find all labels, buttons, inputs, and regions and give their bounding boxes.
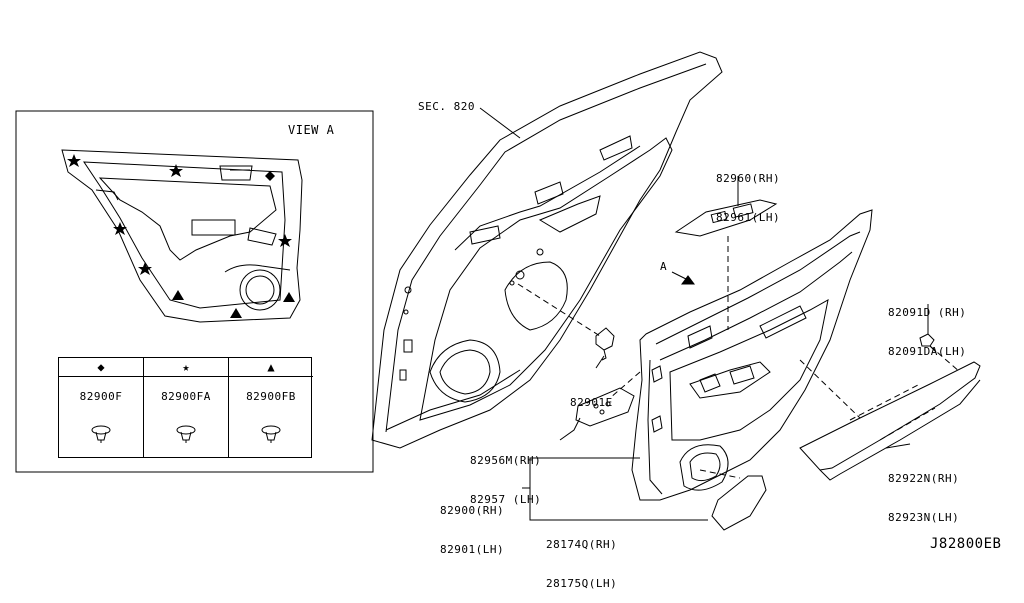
bracket-82956m	[575, 387, 635, 427]
door-trim-82900	[631, 209, 873, 501]
view-a-door-trim	[61, 149, 303, 323]
view-a-arrow	[671, 271, 695, 285]
door-inner-panel	[371, 51, 723, 449]
switch-finisher-82960	[674, 199, 778, 237]
section-ref: SEC. 820	[418, 100, 475, 113]
view-a-frame	[15, 110, 374, 473]
callout-82960: 82960(RH) 82961(LH)	[716, 172, 781, 224]
clip-82901e	[595, 327, 615, 361]
view-a-label: VIEW A	[288, 123, 335, 137]
diagram-lines	[15, 51, 981, 531]
triangle-icon: ▲	[229, 358, 313, 377]
fastener-legend: ◆ 82900F ★ 82900FA ▲ 82900FB	[58, 357, 313, 458]
callout-82956m: 82956M(RH) 82957 (LH)	[470, 454, 542, 506]
star-icon	[169, 164, 183, 177]
callout-82901e: 82901E	[570, 396, 613, 409]
speaker-grille-28174q	[711, 475, 767, 531]
arrow-a-label: A	[660, 260, 668, 273]
callout-82922n: 82922N(RH) 82923N(LH)	[888, 472, 960, 524]
fastener-col-triangle: ▲ 82900FB	[229, 358, 313, 457]
star-icon	[113, 222, 127, 235]
star-icon	[67, 154, 81, 167]
clip-icon	[176, 425, 196, 443]
fastener-col-star: ★ 82900FA	[144, 358, 229, 457]
view-a-symbols	[67, 154, 295, 318]
clip-icon	[261, 425, 281, 443]
diamond-icon: ◆	[59, 358, 143, 377]
fastener-part-number: 82900FA	[161, 390, 211, 403]
parts-diagram: VIEW A A SEC. 820 ◆ 82900F ★ 82900FA ▲ 8…	[15, 51, 1002, 590]
diagram-id: J82800EB	[930, 536, 1002, 552]
star-icon	[278, 234, 292, 247]
callout-82091d: 82091D (RH) 82091DA(LH)	[888, 306, 967, 358]
clip-icon	[91, 425, 111, 443]
triangle-icon	[283, 292, 295, 302]
star-icon: ★	[144, 358, 228, 377]
callout-82900: 82900(RH) 82901(LH)	[440, 504, 505, 556]
sec-820-leader	[479, 107, 521, 139]
fastener-part-number: 82900FB	[246, 390, 296, 403]
diamond-icon	[265, 171, 275, 181]
armrest-82922n	[799, 361, 981, 481]
triangle-icon	[172, 290, 184, 300]
triangle-icon	[230, 308, 242, 318]
fastener-part-number: 82900F	[79, 390, 123, 403]
star-icon	[138, 262, 152, 275]
fastener-col-diamond: ◆ 82900F	[59, 358, 144, 457]
callout-28174q: 28174Q(RH) 28175Q(LH)	[546, 538, 618, 590]
